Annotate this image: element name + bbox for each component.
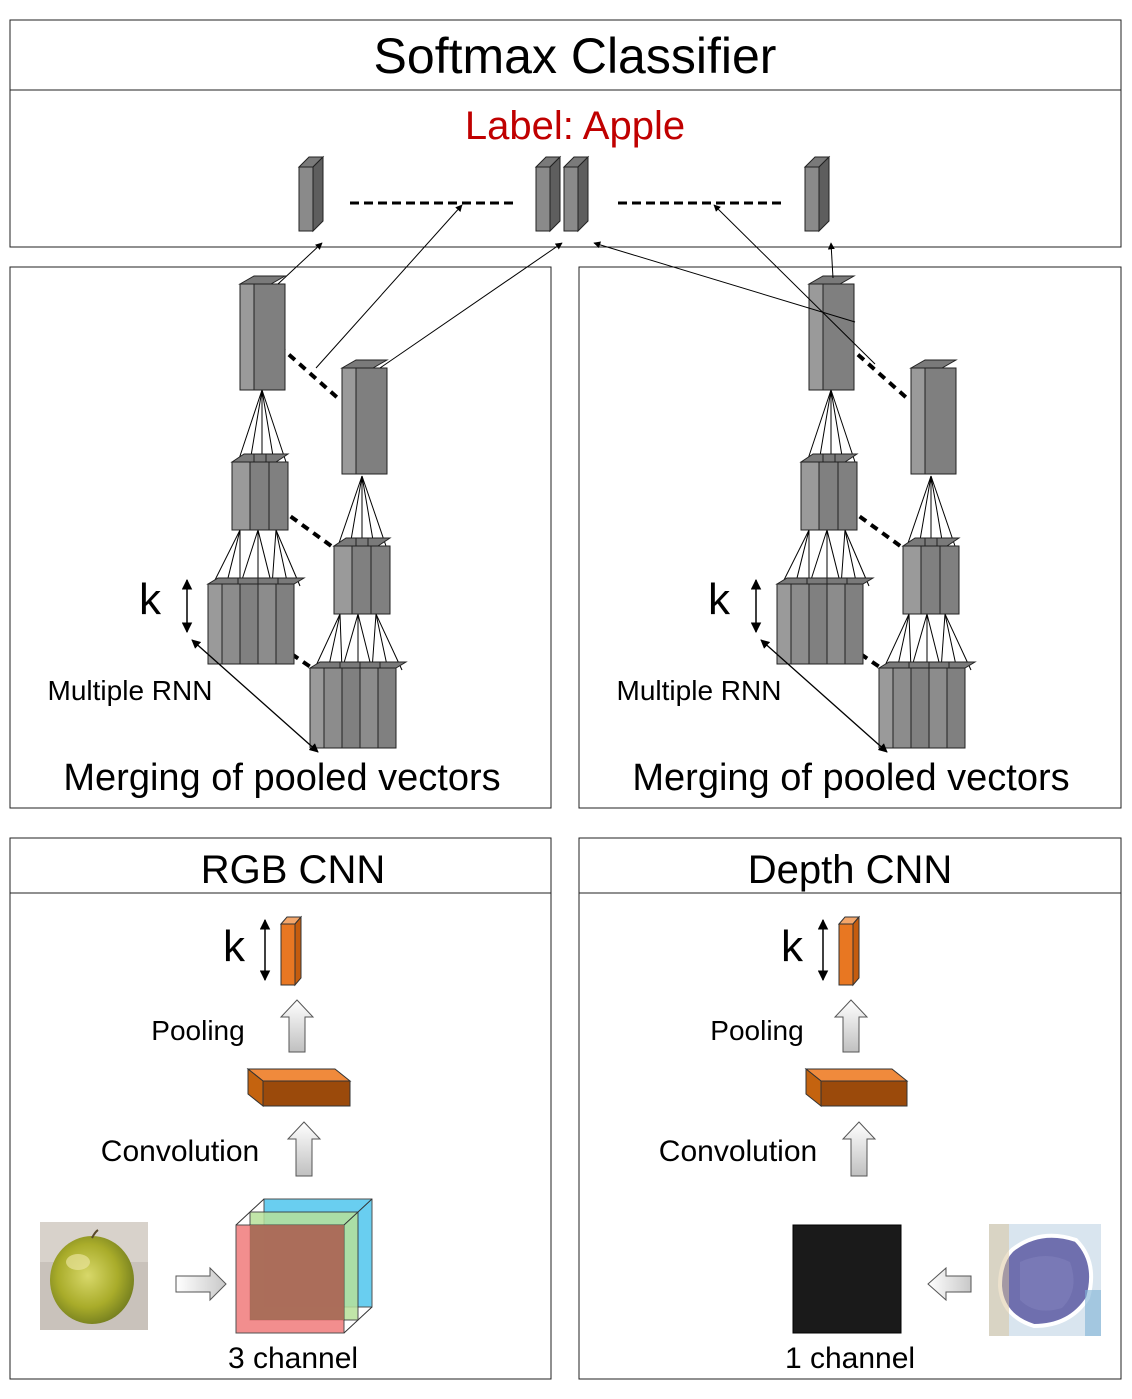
input-arrow-icon [927, 1266, 972, 1302]
rnn-panel-right: k Multiple RNN Merging of pooled vectors [578, 266, 1122, 809]
depth-image [989, 1224, 1101, 1336]
k-label: k [139, 575, 162, 624]
depth-cnn-panel: Depth CNN k Pooling Convolution [578, 837, 1122, 1380]
output-vector-3 [563, 156, 589, 232]
output-vector-2 [535, 156, 561, 232]
convolution-arrow-icon [841, 1121, 877, 1177]
pooling-arrow-icon [279, 999, 315, 1053]
pooling-label: Pooling [710, 1015, 803, 1046]
convolution-label: Convolution [659, 1135, 817, 1168]
conv-feature-icon [804, 1067, 909, 1108]
conv-feature-icon [246, 1067, 352, 1108]
depth-cnn-title: Depth CNN [748, 848, 953, 892]
depth-channel-icon [792, 1224, 902, 1334]
channel-label: 1 channel [785, 1342, 915, 1375]
merging-label: Merging of pooled vectors [63, 757, 500, 799]
rgb-channels-icon [235, 1198, 373, 1334]
rgb-cnn-panel: RGB CNN k Pooling Convolution [9, 837, 552, 1380]
apple-image [40, 1222, 148, 1330]
output-vector-1 [298, 156, 324, 232]
pooling-arrow-icon [833, 999, 869, 1053]
convolution-arrow-icon [286, 1121, 322, 1177]
multiple-rnn-label: Multiple RNN [617, 675, 782, 706]
rnn-panel-left: k Multiple RNN Merging of pooled vectors [9, 266, 552, 809]
k-label: k [781, 922, 804, 971]
pooling-label: Pooling [151, 1015, 244, 1046]
softmax-title: Softmax Classifier [374, 28, 777, 84]
rgb-cnn-title: RGB CNN [201, 848, 385, 892]
merging-label: Merging of pooled vectors [632, 757, 1069, 799]
multiple-rnn-label: Multiple RNN [48, 675, 213, 706]
k-label: k [223, 922, 246, 971]
input-arrow-icon [175, 1266, 227, 1302]
rnn-to-softmax-arrows [277, 204, 876, 369]
k-label: k [708, 575, 731, 624]
convolution-label: Convolution [101, 1135, 259, 1168]
output-vector-4 [804, 156, 830, 232]
channel-label: 3 channel [228, 1342, 358, 1375]
class-label: Label: Apple [465, 104, 685, 148]
pooled-feature-icon [837, 915, 861, 987]
softmax-panel: Softmax Classifier Label: Apple [9, 19, 1122, 248]
pooled-feature-icon [279, 915, 303, 987]
